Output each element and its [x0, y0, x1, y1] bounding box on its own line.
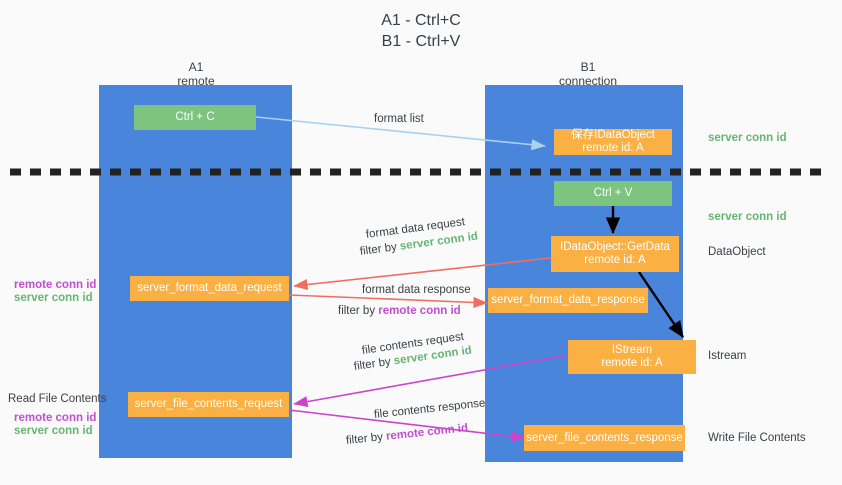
right-label-data-object: DataObject [708, 246, 766, 258]
left-label-remote-conn-id-2: remote conn id [14, 412, 97, 424]
column-header-b1-name: B1 [580, 60, 596, 74]
node-server-file-contents-request[interactable]: server_file_contents_request [128, 392, 289, 417]
node-server-format-data-response[interactable]: server_format_data_response [488, 288, 648, 313]
right-label-server-conn-id-mid: server conn id [708, 211, 787, 223]
node-ctrl-c-label: Ctrl + C [175, 111, 215, 123]
node-server-format-data-request-label: server_format_data_request [137, 282, 282, 294]
node-save-idataobject[interactable]: 保存IDataObject remote id: A [554, 129, 672, 155]
title-line-1: A1 - Ctrl+C [381, 12, 461, 29]
node-server-format-data-request[interactable]: server_format_data_request [130, 276, 289, 301]
page-title: A1 - Ctrl+C B1 - Ctrl+V [0, 10, 842, 52]
left-label-remote-conn-id-1: remote conn id [14, 279, 97, 291]
filter-prefix: filter by [338, 305, 379, 317]
filter-key-remote-conn-id: remote conn id [378, 305, 461, 317]
filter-prefix: filter by [359, 240, 401, 258]
filter-prefix: filter by [345, 430, 387, 447]
node-istream-label: IStream remote id: A [601, 344, 663, 369]
filter-key-remote-conn-id: remote conn id [385, 422, 469, 443]
left-label-read-file-contents: Read File Contents [8, 393, 107, 405]
column-header-b1: B1 connection [488, 60, 688, 88]
left-label-server-conn-id-2: server conn id [14, 425, 93, 437]
node-ctrl-v[interactable]: Ctrl + V [554, 181, 672, 206]
node-server-file-contents-response-label: server_file_contents_response [526, 431, 683, 444]
right-label-istream: Istream [708, 350, 747, 362]
edge-label-format-data-response: format data response [362, 284, 471, 296]
node-ctrl-c[interactable]: Ctrl + C [134, 105, 256, 130]
right-label-server-conn-id-top: server conn id [708, 132, 787, 144]
column-header-b1-sub: connection [558, 74, 618, 88]
node-ctrl-v-label: Ctrl + V [593, 187, 633, 199]
column-header-a1-name: A1 [188, 60, 204, 74]
node-istream[interactable]: IStream remote id: A [568, 340, 696, 374]
column-header-a1-sub: remote [177, 74, 215, 88]
left-label-server-conn-id-1: server conn id [14, 292, 93, 304]
filter-prefix: filter by [353, 355, 395, 373]
edge-label-file-contents-response: file contents response [373, 397, 486, 421]
node-save-idataobject-label: 保存IDataObject remote id: A [571, 129, 655, 154]
node-server-format-data-response-label: server_format_data_response [491, 294, 645, 306]
column-header-a1: A1 remote [96, 60, 296, 88]
title-line-2: B1 - Ctrl+V [381, 33, 461, 50]
node-idataobject-getdata[interactable]: IDataObject::GetData remote id: A [551, 236, 679, 272]
edge-label-format-data-response-filter: filter by remote conn id [338, 304, 461, 318]
node-server-file-contents-request-label: server_file_contents_request [134, 398, 283, 410]
edge-label-file-contents-response-filter: filter by remote conn id [345, 421, 468, 448]
node-idataobject-getdata-label: IDataObject::GetData remote id: A [560, 241, 670, 266]
node-server-file-contents-response[interactable]: server_file_contents_response [524, 425, 685, 451]
right-label-write-file-contents: Write File Contents [708, 432, 806, 444]
edge-label-format-list: format list [374, 113, 424, 125]
